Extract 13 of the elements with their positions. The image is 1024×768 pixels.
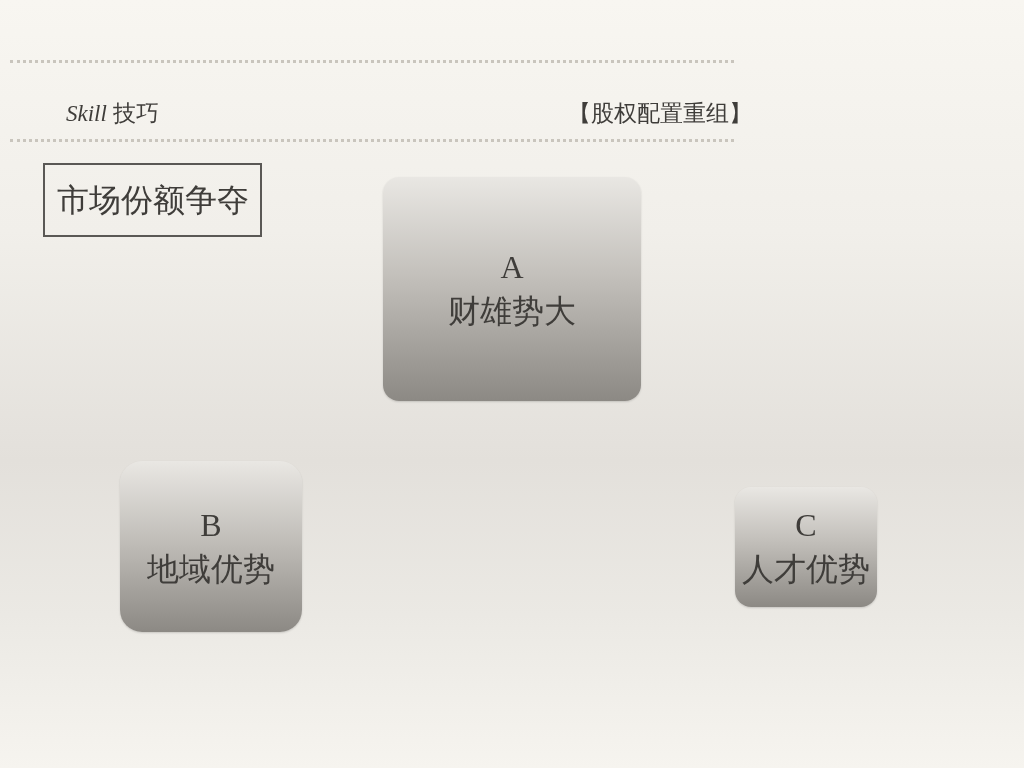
title-box [43, 163, 262, 237]
card-text: 人才优势 [742, 550, 870, 589]
rounded-card [735, 487, 877, 607]
card-text: 地域优势 [147, 549, 275, 589]
topic-heading: 【股权配置重组】 [568, 100, 752, 128]
rounded-card [120, 461, 302, 632]
card-text: 财雄势大 [448, 292, 576, 331]
box-title: 市场份额争夺 [56, 181, 249, 220]
card-letter: A [500, 248, 524, 287]
card-letter: C [795, 506, 817, 545]
rounded-card [383, 177, 641, 401]
section-heading: Skill 技巧 [66, 100, 159, 128]
card-letter: B [200, 505, 222, 545]
